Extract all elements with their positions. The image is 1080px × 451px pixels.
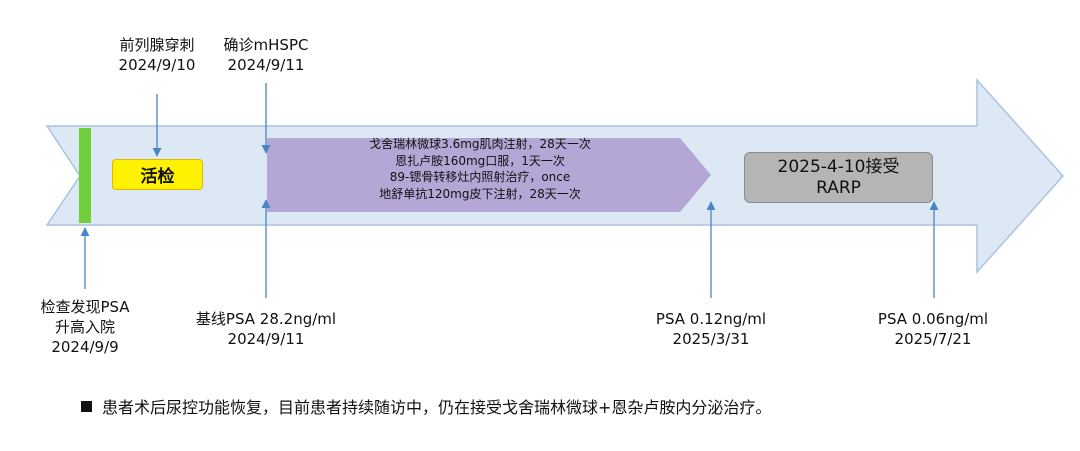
treatment-line: 地舒单抗120mg皮下注射，28天一次 (379, 186, 581, 201)
event-label-psa-2025-7: PSA 0.06ng/ml 2025/7/21 (863, 309, 1003, 349)
event-title: PSA 0.12ng/ml (655, 310, 767, 328)
event-title: 升高入院 (54, 318, 115, 336)
event-date: 2024/9/11 (227, 330, 305, 348)
event-label-biopsy: 前列腺穿刺 2024/9/10 (97, 35, 217, 75)
rarp-line: RARP (816, 177, 861, 198)
event-date: 2025/3/31 (672, 330, 750, 348)
treatment-text: 戈舍瑞林微球3.6mg肌肉注射，28天一次 恩扎卢胺160mg口服，1天一次 8… (280, 136, 680, 202)
event-date: 2024/9/9 (51, 338, 119, 356)
footnote-text: 患者术后尿控功能恢复，目前患者持续随访中，仍在接受戈舍瑞林微球+恩杂卢胺内分泌治… (102, 398, 772, 417)
event-label-admission: 检查发现PSA 升高入院 2024/9/9 (25, 297, 145, 357)
start-marker-bar (79, 128, 91, 223)
event-date: 2024/9/10 (118, 56, 196, 74)
event-label-baseline-psa: 基线PSA 28.2ng/ml 2024/9/11 (186, 309, 346, 349)
rarp-box: 2025-4-10接受 RARP (744, 152, 933, 203)
event-title: 确诊mHSPC (223, 36, 309, 54)
event-label-psa-2025-3: PSA 0.12ng/ml 2025/3/31 (641, 309, 781, 349)
treatment-line: 恩扎卢胺160mg口服，1天一次 (395, 153, 565, 168)
rarp-line: 2025-4-10接受 (777, 156, 900, 177)
event-date: 2025/7/21 (894, 330, 972, 348)
event-title: 基线PSA 28.2ng/ml (195, 310, 337, 328)
event-label-diagnosis: 确诊mHSPC 2024/9/11 (206, 35, 326, 75)
square-bullet-icon (81, 401, 92, 412)
treatment-line: 戈舍瑞林微球3.6mg肌肉注射，28天一次 (369, 137, 591, 151)
biopsy-box: 活检 (112, 159, 203, 190)
event-title: PSA 0.06ng/ml (877, 310, 989, 328)
treatment-line: 89-锶骨转移灶内照射治疗，once (389, 170, 571, 184)
treatment-arrow (267, 138, 711, 212)
footnote: 患者术后尿控功能恢复，目前患者持续随访中，仍在接受戈舍瑞林微球+恩杂卢胺内分泌治… (81, 394, 771, 418)
event-title: 检查发现PSA (40, 298, 130, 316)
event-date: 2024/9/11 (227, 56, 305, 74)
event-title: 前列腺穿刺 (119, 36, 195, 54)
